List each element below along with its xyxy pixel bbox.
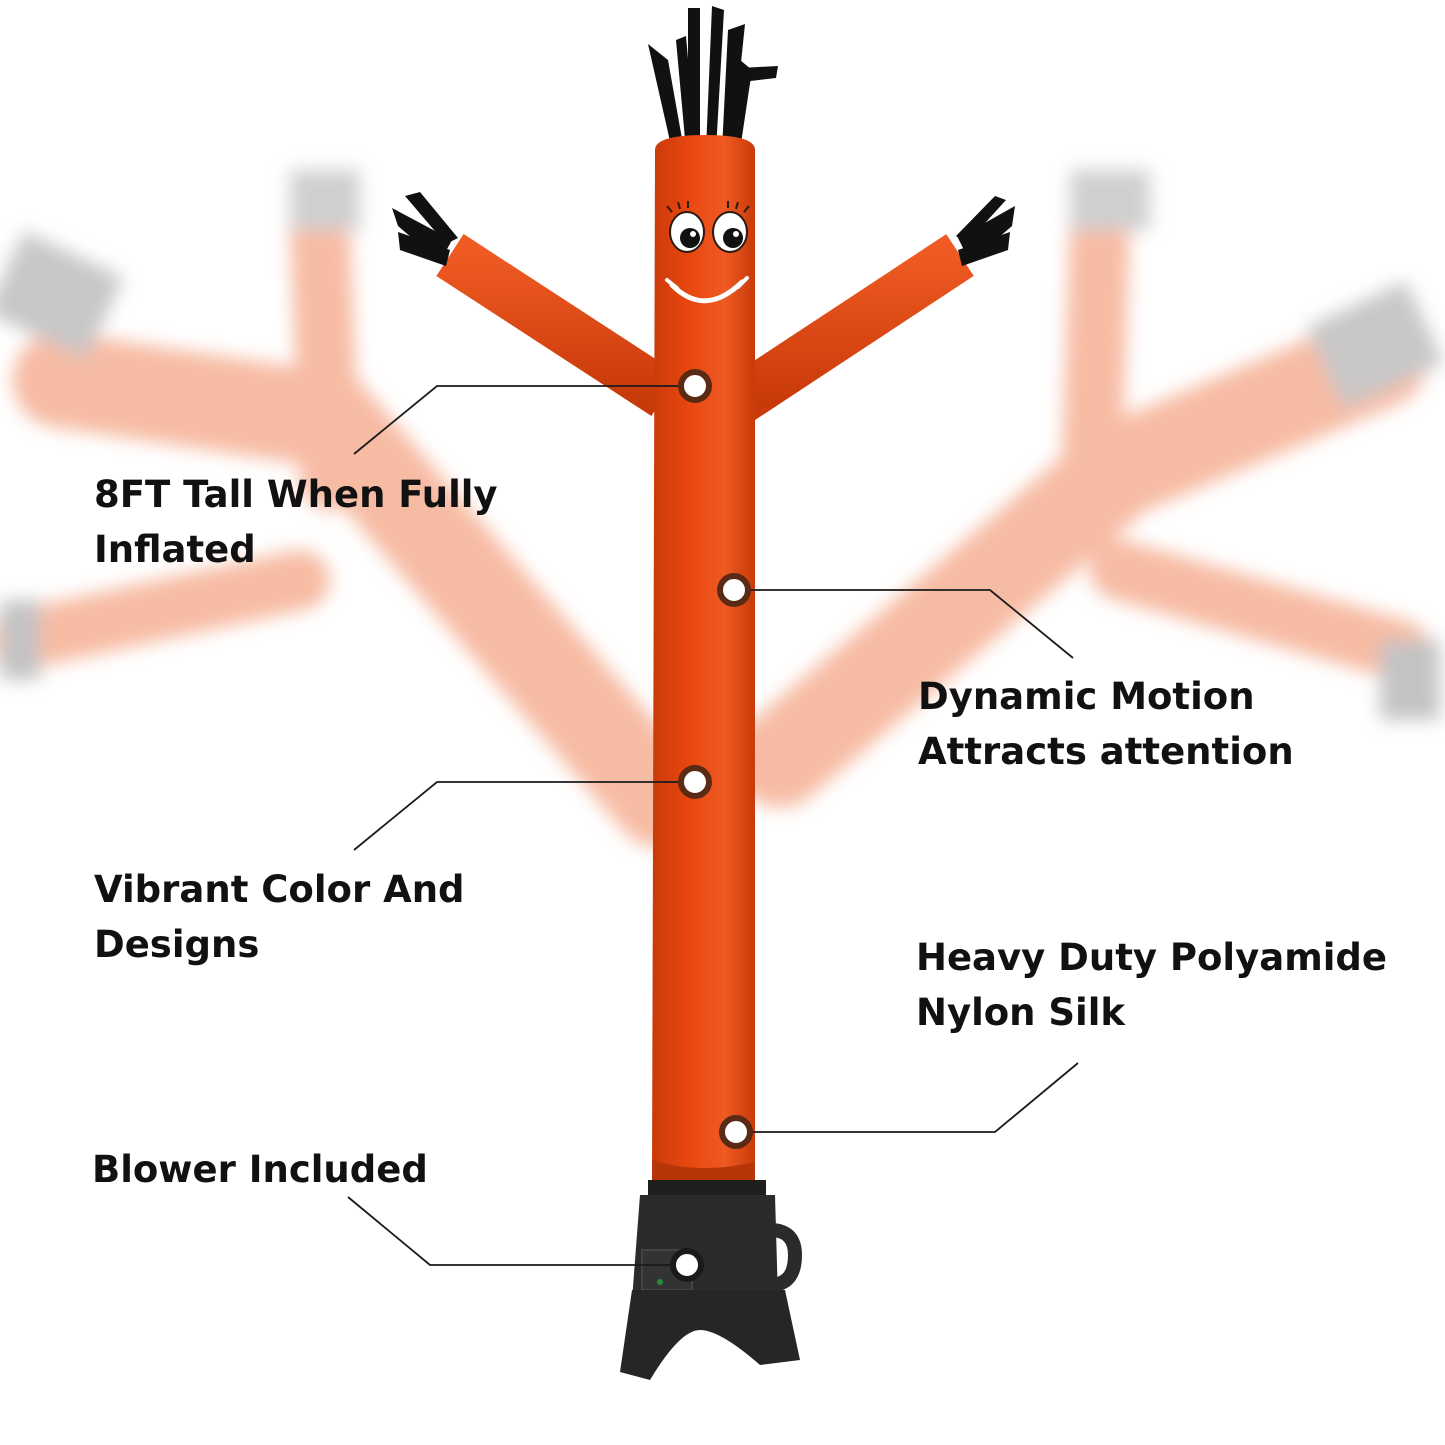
- feature-label-color: Vibrant Color And Designs: [94, 862, 465, 972]
- marker-color: [678, 765, 712, 799]
- feature-height-line1: 8FT Tall When Fully: [94, 473, 498, 516]
- callout-line-fabric: [736, 1062, 1079, 1133]
- feature-fabric-line1: Heavy Duty Polyamide: [916, 936, 1388, 979]
- tube-body: [652, 135, 755, 1180]
- callout-line-motion: [734, 589, 1074, 659]
- feature-motion-line2: Attracts attention: [918, 730, 1294, 773]
- callout-line-blower: [347, 1196, 687, 1266]
- marker-fabric: [719, 1115, 753, 1149]
- feature-height-line2: Inflated: [94, 528, 256, 571]
- callout-lines: [347, 385, 1079, 1266]
- blower-fan-icon: [620, 1180, 803, 1380]
- feature-blower-line1: Blower Included: [92, 1148, 428, 1191]
- left-arm: [392, 192, 679, 416]
- feature-label-motion: Dynamic Motion Attracts attention: [918, 669, 1294, 779]
- marker-height: [678, 369, 712, 403]
- feature-motion-line1: Dynamic Motion: [918, 675, 1255, 718]
- hair-streamers: [648, 6, 778, 150]
- right-arm: [726, 196, 1015, 421]
- marker-blower: [670, 1248, 704, 1282]
- callout-markers: [670, 369, 753, 1282]
- feature-label-fabric: Heavy Duty Polyamide Nylon Silk: [916, 930, 1387, 1040]
- marker-motion: [717, 573, 751, 607]
- motion-blur-ghost-left: [0, 170, 708, 848]
- feature-color-line2: Designs: [94, 923, 260, 966]
- callout-line-height: [353, 385, 695, 455]
- motion-blur-ghost-right: [732, 170, 1444, 808]
- callout-line-color: [353, 781, 695, 851]
- feature-color-line1: Vibrant Color And: [94, 868, 465, 911]
- feature-label-height: 8FT Tall When Fully Inflated: [94, 467, 498, 577]
- face: [665, 201, 750, 304]
- feature-label-blower: Blower Included: [92, 1142, 428, 1197]
- feature-fabric-line2: Nylon Silk: [916, 991, 1126, 1034]
